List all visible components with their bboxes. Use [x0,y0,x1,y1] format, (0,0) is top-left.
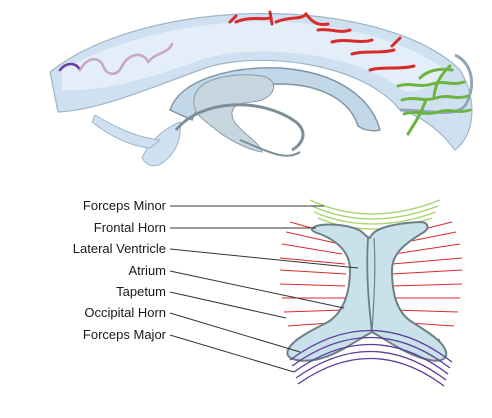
dark-arch-lower [239,139,301,157]
leader-forceps-major [169,334,295,373]
dark-arch [174,103,305,152]
label-tapetum: Tapetum [116,284,166,299]
forceps-major-fibers-3d [58,42,174,75]
leader-atrium [169,270,345,309]
label-lateral-ventricle: Lateral Ventricle [72,241,166,256]
anterior-column [141,121,181,167]
inner-gray-structure [193,74,275,153]
label-forceps-minor: Forceps Minor [82,198,166,213]
leader-occipital-horn [169,312,301,353]
leader-tapetum [169,291,287,319]
lower-sweep [91,114,162,149]
septum-midline [366,237,373,333]
ventricle-cross-section-diagram [169,199,463,387]
label-forceps-major: Forceps Major [82,327,166,342]
label-atrium: Atrium [128,263,166,278]
lateral-ventricle-shape [286,220,448,362]
leader-lateral-ventricle [169,248,359,269]
forceps-major-fibers [289,329,453,387]
splenium-rim [399,53,473,114]
callosal-top-surface [62,21,448,92]
label-frontal-horn: Frontal Horn [93,220,166,235]
callosal-fibers-red [228,10,416,72]
septum-midline-2 [371,237,376,333]
corpus-callosum-3d-illustration [49,10,473,167]
forceps-minor-fibers-3d [396,64,472,136]
leader-lines [169,205,359,373]
label-occipital-horn: Occipital Horn [84,305,166,320]
